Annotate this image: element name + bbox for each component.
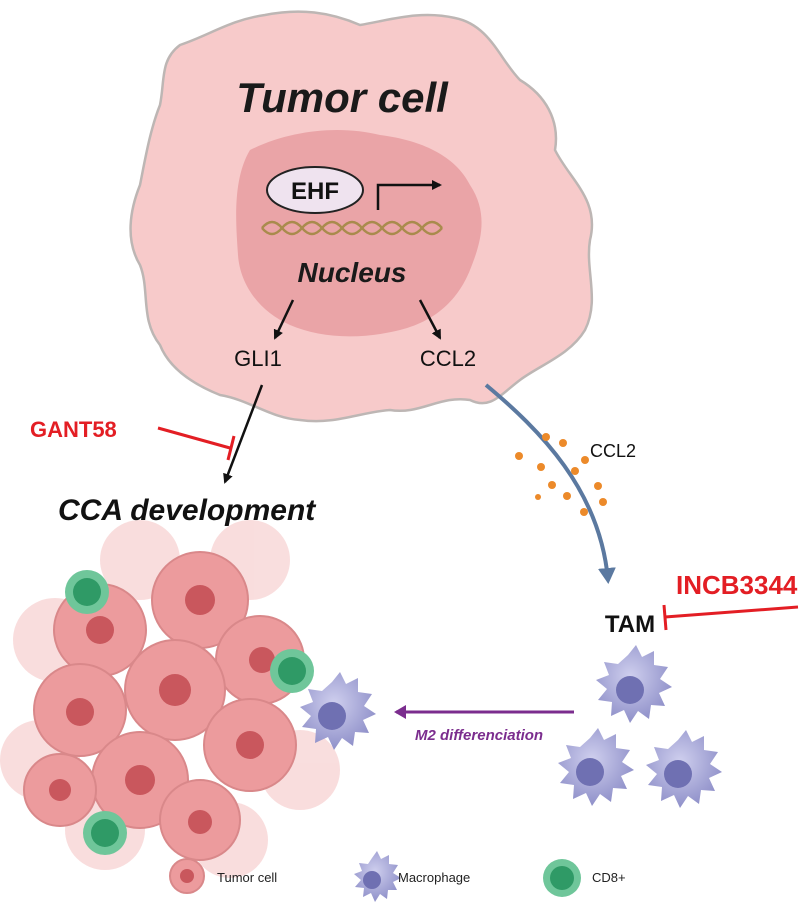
legend: Tumor cell Macrophage CD8+ (169, 851, 626, 902)
transcription-arrow (376, 180, 442, 210)
gant58-label: GANT58 (30, 417, 117, 442)
cell-title: Tumor cell (236, 74, 449, 121)
arrow-gli1-to-cca (223, 384, 264, 484)
tam-label: TAM (605, 611, 655, 638)
tam-macrophage-3 (646, 730, 722, 808)
gant58-inhibition-bar (226, 435, 236, 461)
ccl2-label: CCL2 (420, 346, 476, 371)
arrow-to-ccl2 (418, 299, 442, 340)
incb3344-label: INCB3344 (676, 570, 798, 600)
legend-cd8-icon (543, 859, 581, 897)
ehf-oval (266, 166, 364, 214)
dna-helix (261, 220, 443, 236)
nucleus-label: Nucleus (298, 257, 407, 288)
ccl2-molecules (515, 433, 607, 516)
tam-macrophage-1 (596, 645, 672, 723)
cca-development-label: CCA development (58, 494, 317, 527)
legend-macrophage-icon (354, 851, 401, 902)
cd8-cell-3 (83, 811, 127, 855)
cd8-cell-1 (65, 570, 109, 614)
ccl2-secreted-label: CCL2 (590, 441, 636, 461)
tam-macrophage-2 (558, 728, 634, 806)
incb3344-inhibition-bar (662, 604, 668, 631)
ccl2-secretion-arrow (484, 383, 616, 584)
legend-tumor-cell-icon (169, 858, 205, 894)
arrow-to-gli1 (273, 299, 295, 340)
gli1-label: GLI1 (234, 346, 282, 371)
mass-macrophage (300, 672, 376, 750)
legend-macrophage-label: Macrophage (398, 870, 470, 885)
cd8-cell-2 (270, 649, 314, 693)
ehf-label: EHF (291, 178, 339, 205)
m2-label: M2 differenciation (415, 727, 543, 744)
tumor-mass (0, 520, 340, 878)
incb3344-inhibition-line (664, 605, 799, 619)
legend-cd8-label: CD8+ (592, 870, 626, 885)
gant58-inhibition-line (157, 426, 231, 450)
legend-tumor-cell-label: Tumor cell (217, 870, 277, 885)
